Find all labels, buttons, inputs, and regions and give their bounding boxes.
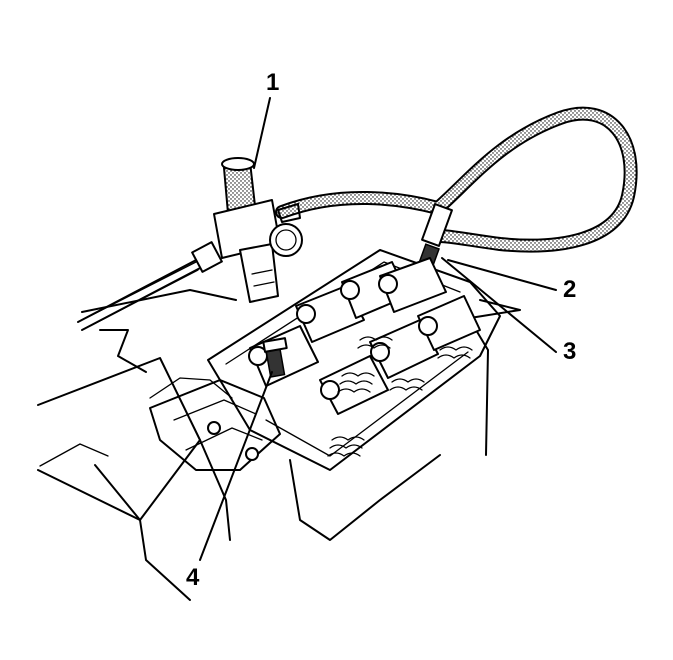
callout-4: 4 [186, 564, 200, 591]
pressure-hose [275, 106, 638, 253]
rocker-arm [417, 295, 481, 351]
air-supply-line [77, 241, 223, 331]
callout-1: 1 [266, 69, 280, 96]
adapter-fitting [262, 337, 288, 378]
rocker-arms [248, 257, 481, 415]
leader-line-4 [199, 371, 273, 561]
rocker-arm [295, 285, 365, 343]
leader-line-1 [253, 97, 271, 169]
pressure-gauge-adapter-tool [213, 157, 303, 303]
front-cover [149, 379, 281, 471]
rocker-arm [378, 257, 447, 313]
leader-line-3 [441, 257, 557, 353]
rocker-arm [319, 355, 389, 415]
callout-2: 2 [563, 276, 577, 303]
leader-line-2 [447, 259, 557, 291]
callout-3: 3 [563, 338, 577, 365]
rocker-arm [248, 325, 319, 387]
valve-springs [327, 336, 473, 457]
leader-lines [199, 97, 557, 561]
